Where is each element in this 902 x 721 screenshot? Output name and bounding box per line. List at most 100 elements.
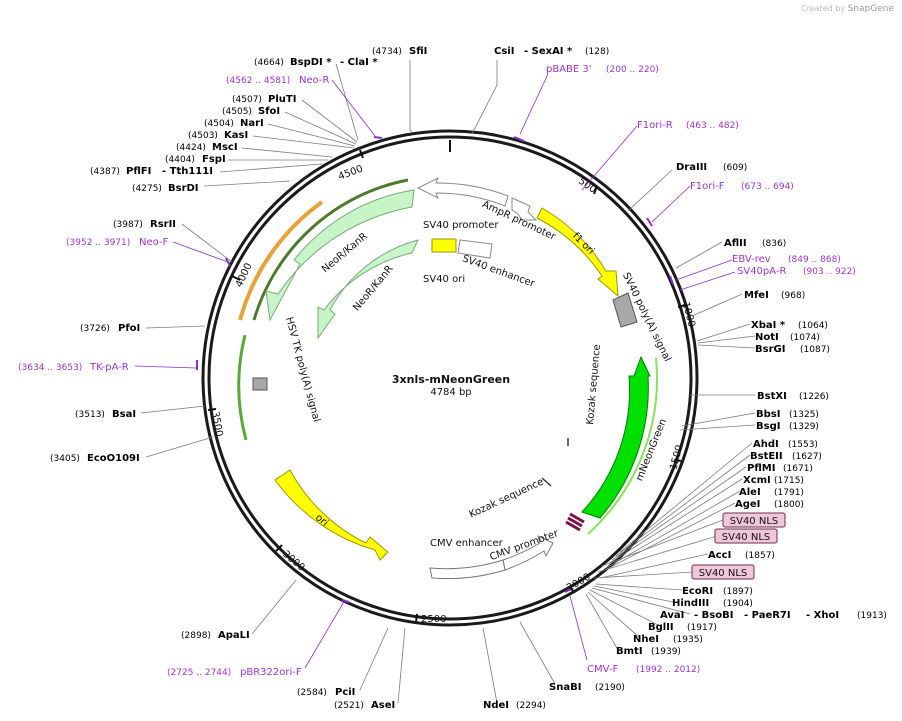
tick-4500	[359, 149, 364, 159]
nls-box-1[interactable]	[722, 512, 786, 528]
site-name-xcmi: XcmI	[743, 475, 771, 486]
site-pos-pluti: (4507)	[232, 95, 262, 105]
site-name-bsteii: BstEII	[750, 451, 783, 462]
line-bmti	[585, 593, 619, 651]
tick-2000	[569, 585, 575, 594]
site-pos-sexai: (128)	[585, 47, 609, 57]
line-snabi	[519, 621, 556, 685]
primer-line-cmv-f	[569, 595, 588, 661]
primer-mark-cmv-f	[564, 588, 572, 593]
primer-line-tk-pa-r	[134, 365, 197, 369]
line-aflii	[675, 241, 723, 269]
line-bsrgi	[697, 344, 756, 349]
line-pfoi	[145, 325, 206, 329]
nls-box-3[interactable]	[691, 564, 755, 580]
primer-range-pbabe: (200 .. 220)	[606, 65, 659, 75]
line-ecoo109i	[145, 436, 214, 458]
tick-label-2500: 2500	[421, 614, 446, 625]
feature-label-neor-kanr-inner: NeoR/KanR	[351, 264, 395, 314]
site-name-bsrgi: BsrGI	[755, 344, 785, 355]
line-agei	[604, 502, 736, 571]
site-name-nari: NarI	[240, 118, 264, 129]
feature-ampr-promoter-a[interactable]	[416, 176, 509, 207]
line-pflmi	[611, 466, 747, 561]
primer-lines	[134, 73, 736, 669]
nls-box-2[interactable]	[714, 528, 778, 544]
tick-2500	[415, 613, 418, 623]
site-pos-pfoi: (3726)	[80, 324, 110, 334]
feature-sv40-polya[interactable]	[612, 292, 638, 328]
nls-line-1	[601, 519, 724, 567]
feature-ampr-promoter-b[interactable]	[511, 197, 538, 221]
site-name-asei: AseI	[371, 700, 395, 711]
feature-label-sv40-enhancer: SV40 enhancer	[461, 253, 537, 290]
backbone-inner-circle	[207, 135, 693, 621]
feature-neor-kanr[interactable]	[265, 189, 415, 322]
feature-label-hsv-tk-polya: HSV TK poly(A) signal	[283, 316, 322, 423]
feature-neor-outer	[238, 200, 324, 321]
site-name-xhoi: - XhoI	[806, 610, 839, 621]
site-pos-bsgi: (1329)	[789, 422, 819, 432]
site-pos-sfoi: (4505)	[222, 107, 252, 117]
primer-range-f1ori-r: (463 .. 482)	[686, 121, 739, 131]
primer-range-neo-f: (3952 .. 3971)	[66, 238, 130, 248]
primer-mark-f1ori-f	[646, 217, 653, 227]
line-bglii	[589, 589, 661, 627]
site-pos-kasi: (4503)	[188, 131, 218, 141]
feature-sv40-enhancer[interactable]	[457, 239, 493, 259]
feature-mneongreen[interactable]	[581, 355, 651, 519]
line-ahdi	[619, 442, 753, 553]
primer-line-pbabe	[519, 73, 549, 135]
site-pos-noti: (1074)	[790, 333, 820, 343]
site-lines	[140, 60, 756, 704]
site-name-pflmi: PflMI	[747, 463, 775, 474]
site-name-rsrii: RsrII	[150, 219, 176, 230]
primer-name-sv40pa-r: SV40pA-R	[737, 266, 786, 277]
line-alei	[605, 490, 741, 569]
feature-label-kozak-2: Kozak sequence	[585, 344, 603, 425]
nls-box-label-2: SV40 NLS	[722, 532, 771, 543]
line-bsteii	[615, 454, 751, 557]
primer-name-pbr322: pBR322ori-F	[240, 667, 302, 678]
site-name-xbai: XbaI *	[751, 320, 786, 331]
primer-line-neo-f	[172, 241, 229, 263]
site-pos-agei: (1800)	[774, 500, 804, 510]
feature-hsv-tk-polya[interactable]	[252, 377, 268, 391]
tick-500	[593, 185, 598, 195]
site-name-aflii: AflII	[724, 238, 747, 249]
primer-mark-pbabe	[513, 136, 525, 142]
primer-name-f1ori-r: F1ori-R	[637, 120, 673, 131]
credit-prefix: Created by	[801, 4, 846, 13]
site-name-sexai: - SexAI *	[524, 46, 573, 57]
site-name-alei: AleI	[739, 487, 761, 498]
line-xhoi	[591, 587, 691, 615]
site-name-bsobi: - BsoBI	[694, 610, 733, 621]
site-name-kasi: KasI	[224, 130, 248, 141]
feature-label-sv40-ori: SV40 ori	[423, 274, 465, 285]
site-name-bbsi: BbsI	[756, 409, 780, 420]
site-name-clai: - ClaI *	[340, 57, 378, 68]
site-name-bstxi: BstXI	[757, 391, 787, 402]
site-pos-bstxi: (1226)	[799, 392, 829, 402]
snapgene-credit: Created by SnapGene	[801, 4, 894, 14]
site-name-sfoi: SfoI	[258, 106, 280, 117]
site-name-bmti: BmtI	[616, 646, 643, 657]
feature-neor-kanr-inner[interactable]	[317, 239, 419, 340]
site-pos-pcii: (2584)	[297, 688, 327, 698]
nls-line-2	[597, 535, 718, 573]
site-name-nhei: NheI	[633, 634, 659, 645]
site-name-bsrdi: BsrDI	[168, 183, 199, 194]
site-pos-ndei: (2294)	[516, 701, 546, 711]
feature-hsv-tk-outline	[237, 334, 248, 441]
feature-ori[interactable]	[274, 469, 389, 561]
feature-cmv-promoter[interactable]	[502, 535, 554, 571]
feature-cmv-enhancer[interactable]	[429, 559, 506, 580]
feature-sv40-ori[interactable]	[431, 238, 457, 253]
primer-mark-neo-r	[373, 136, 383, 139]
line-kasi	[252, 135, 355, 149]
primer-line-pbr322	[304, 599, 346, 669]
feature-f1-ori[interactable]	[536, 207, 619, 298]
site-name-fspi: FspI	[202, 154, 226, 165]
tick-1500	[674, 458, 684, 463]
